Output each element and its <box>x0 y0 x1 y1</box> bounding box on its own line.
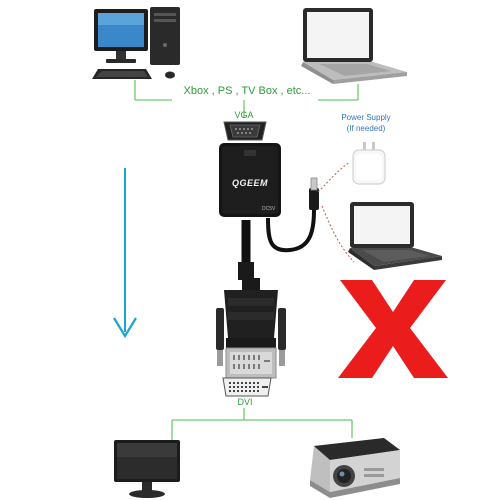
adapter-brand: QGEEM <box>231 178 268 188</box>
power-supply-label: Power Supply <box>341 113 391 122</box>
vga-connector <box>222 120 268 142</box>
down-arrow-icon <box>110 166 140 346</box>
adapter-port-label: DC5V <box>262 206 276 212</box>
red-x-icon <box>334 276 452 380</box>
laptop-icon <box>297 6 409 84</box>
vga-label: VGA <box>234 110 254 120</box>
power-supply-note: (If needed) <box>346 124 386 133</box>
dvi-label: DVI <box>237 397 253 407</box>
laptop-small-icon <box>344 200 444 272</box>
usb-charger-icon <box>350 140 388 188</box>
monitor-icon <box>112 438 182 500</box>
projector-icon <box>304 434 402 500</box>
dvi-connector <box>214 278 288 384</box>
desktop-pc-icon <box>90 5 185 83</box>
vga-to-dvi-adapter <box>218 142 282 220</box>
dvi-pin-face <box>222 377 272 397</box>
sources-label: Xbox , PS , TV Box , etc... <box>183 85 311 97</box>
